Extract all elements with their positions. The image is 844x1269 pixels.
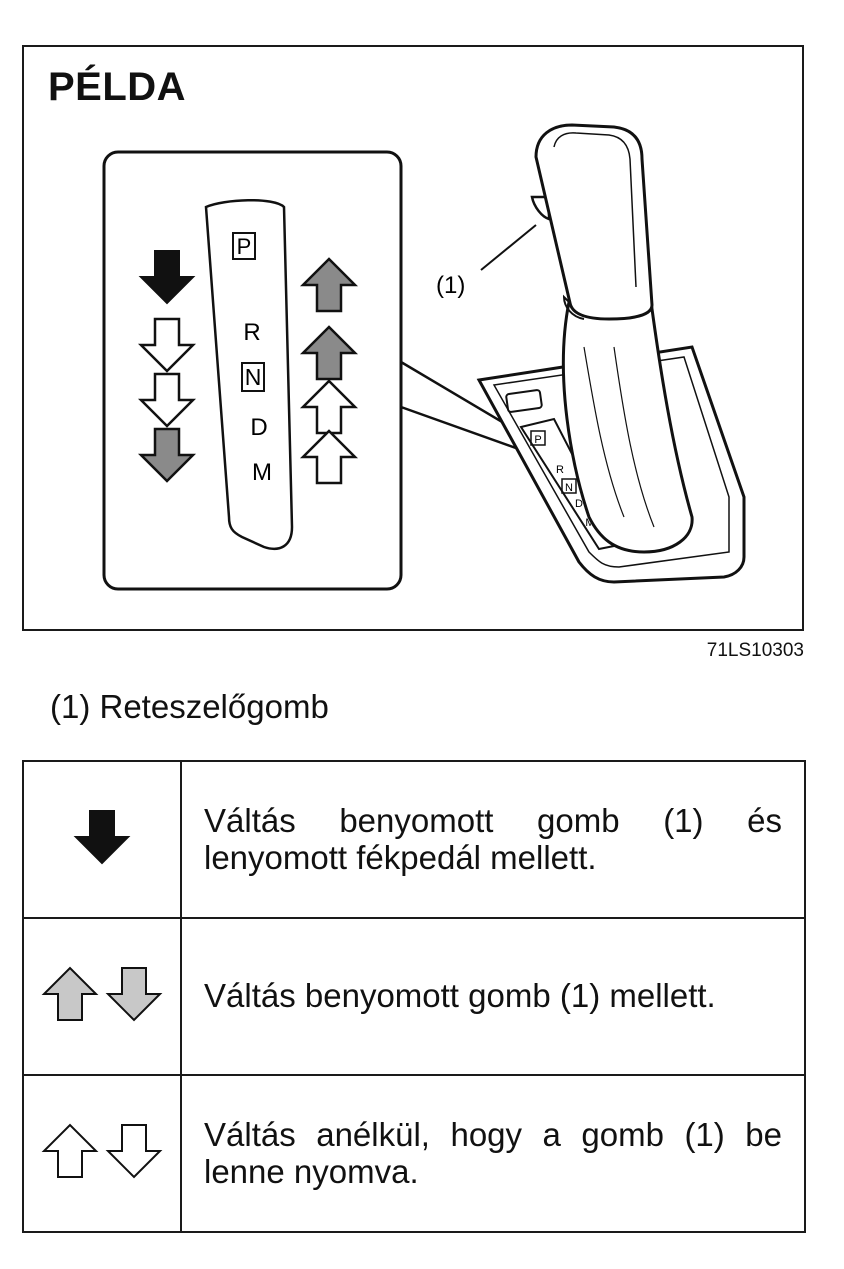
shift-knob (530, 123, 654, 321)
arrow-down-black-icon (75, 810, 129, 864)
gate-letter-n: N (245, 364, 262, 390)
gate-letter-p: P (237, 234, 252, 259)
small-gate-p: P (534, 434, 541, 446)
p-box (232, 232, 256, 260)
arrow-up-outline-icon (42, 1124, 97, 1178)
legend-icon-cell (22, 760, 182, 919)
gear-shift-illustration: P R N D M P R (102, 123, 746, 591)
callout-line (480, 224, 537, 271)
legend-text: Váltás benyomott gomb (1) és lenyomott f… (180, 760, 806, 919)
example-figure: PÉLDA P R N D M (22, 45, 804, 631)
gate-letter-r: R (243, 319, 260, 346)
legend-icon-cell (22, 1074, 182, 1233)
small-gate-n: N (565, 482, 573, 494)
legend-row: Váltás benyomott gomb (1) és lenyomott f… (22, 760, 806, 919)
figure-title: PÉLDA (48, 65, 187, 109)
legend-table: Váltás benyomott gomb (1) és lenyomott f… (22, 760, 806, 1233)
small-gate-r: R (556, 464, 564, 476)
arrow-down-gray-icon (107, 967, 162, 1021)
legend-text: Váltás benyomott gomb (1) mellett. (180, 917, 806, 1076)
caption: (1) Reteszelőgomb (50, 688, 329, 725)
arrow-up-gray-icon (42, 967, 97, 1021)
zoom-panel: P R N D M (102, 150, 403, 591)
gate-letter-m: M (252, 459, 272, 486)
small-gate-d: D (575, 498, 583, 510)
n-box (241, 362, 265, 392)
legend-icon-cell (22, 917, 182, 1076)
arrow-down-outline-icon (107, 1124, 162, 1178)
callout-label: (1) (436, 272, 465, 299)
gate-plate (204, 199, 294, 551)
gate-letter-d: D (250, 414, 267, 441)
legend-row: Váltás benyomott gomb (1) mellett. (22, 917, 806, 1076)
small-gate-m: M (585, 517, 594, 529)
legend-text: Váltás anélkül, hogy a gomb (1) be lenne… (180, 1074, 806, 1233)
legend-row: Váltás anélkül, hogy a gomb (1) be lenne… (22, 1074, 806, 1233)
figure-code: 71LS10303 (706, 640, 804, 661)
